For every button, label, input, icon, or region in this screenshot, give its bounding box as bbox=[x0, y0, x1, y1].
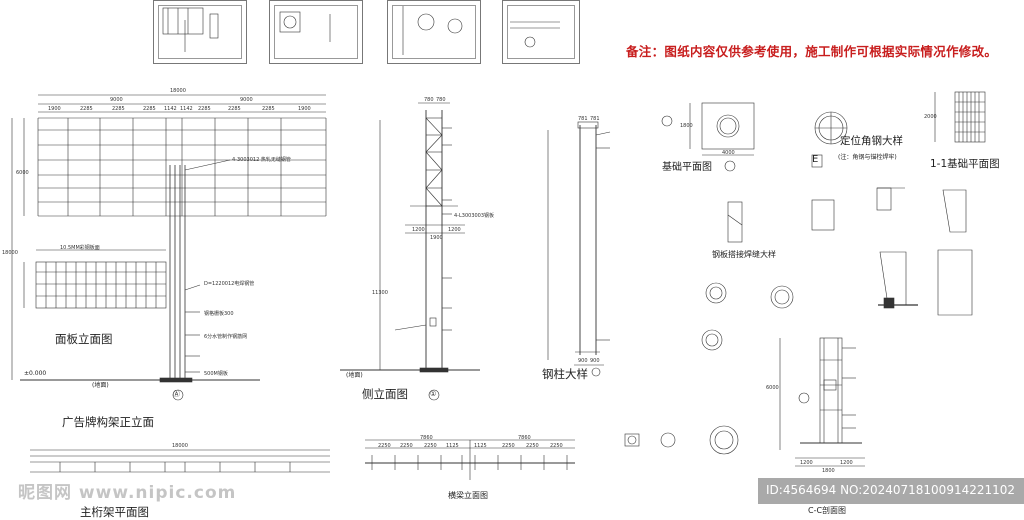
annotation-anchor: 4-L3003003钢板 bbox=[454, 213, 495, 219]
dim-found-1-1-h: 2000 bbox=[924, 114, 937, 120]
remark-note: 备注：图纸内容仅供参考使用，施工制作可根据实际情况作修改。 bbox=[626, 44, 998, 59]
dim-beam-left: 7860 bbox=[420, 435, 433, 441]
marker-e: E bbox=[812, 154, 819, 165]
dim-col-bot: 900 bbox=[590, 358, 600, 364]
dim-col-bot: 900 bbox=[578, 358, 588, 364]
title-frame-front: 广告牌构架正立面 bbox=[62, 415, 154, 429]
dim-total-width: 18000 bbox=[170, 88, 186, 94]
dim-beam-seg: 2250 bbox=[424, 443, 437, 449]
annotation-grid: 10.5MM彩钢板面 bbox=[60, 245, 100, 251]
annotation-rebar: 6分水管制作钢筋网 bbox=[204, 334, 248, 340]
dim-beam-seg: 1125 bbox=[446, 443, 459, 449]
dim-col-top: 781 bbox=[590, 116, 600, 122]
dim-beam-seg: 1125 bbox=[474, 443, 487, 449]
annotation-bolt: 4-3003012 热轧无缝钢管 bbox=[232, 157, 291, 163]
watermark-id: ID:4564694 NO:20240718100914221102 bbox=[766, 483, 1016, 497]
dim-seg: 1900 bbox=[298, 106, 311, 112]
dim-side-top: 780 bbox=[436, 97, 446, 103]
dim-seg: 2285 bbox=[112, 106, 125, 112]
title-side-elevation: 侧立面图 bbox=[362, 387, 408, 401]
dim-side-bot: 1200 bbox=[448, 227, 461, 233]
dim-seg: 1900 bbox=[48, 106, 61, 112]
watermark-id-box: ID:4564694 NO:20240718100914221102 bbox=[758, 478, 1024, 504]
title-foundation-plan: 基础平面图 bbox=[662, 162, 712, 173]
title-weld-detail: 钢板搭接焊缝大样 bbox=[712, 250, 776, 259]
title-angle-detail: 定位角钢大样 bbox=[840, 135, 903, 147]
dim-cc-bot: 1200 bbox=[840, 460, 853, 466]
dim-cc-bot: 1800 bbox=[822, 468, 835, 474]
dim-found-h: 1800 bbox=[680, 123, 693, 129]
ground-label: (地面) bbox=[92, 382, 109, 389]
title-section-cc: C-C剖面图 bbox=[808, 506, 847, 515]
axis-marker-a: Ⓐ bbox=[173, 390, 180, 398]
title-foundation-1-1: 1-1基础平面图 bbox=[930, 158, 1000, 170]
dim-seg: 2285 bbox=[143, 106, 156, 112]
dim-half-right: 9000 bbox=[240, 97, 253, 103]
dim-side-top: 780 bbox=[424, 97, 434, 103]
dim-seg: 2285 bbox=[198, 106, 211, 112]
dim-cc-height: 6000 bbox=[766, 385, 779, 391]
dim-cc-bot: 1200 bbox=[800, 460, 813, 466]
dim-beam-seg: 2250 bbox=[526, 443, 539, 449]
watermark-site: 昵图网 www.nipic.com bbox=[18, 483, 237, 503]
annotation-brace: 钢格栅板300 bbox=[204, 311, 234, 317]
title-beam-elevation: 横梁立面图 bbox=[448, 491, 488, 500]
dim-seg: 1142 bbox=[164, 106, 177, 112]
annotation-plate: 500M钢板 bbox=[204, 371, 228, 377]
dim-beam-seg: 2250 bbox=[502, 443, 515, 449]
title-panel-elevation: 面板立面图 bbox=[55, 332, 113, 346]
dim-col-top: 781 bbox=[578, 116, 588, 122]
dim-beam-seg: 2250 bbox=[400, 443, 413, 449]
dim-found-w: 4000 bbox=[722, 150, 735, 156]
dim-side-bot: 1900 bbox=[430, 235, 443, 241]
ground-level-label: ±0.000 bbox=[24, 370, 47, 377]
dim-col-height: 11300 bbox=[372, 290, 388, 296]
dim-seg: 1142 bbox=[180, 106, 193, 112]
axis-marker-1: ① bbox=[430, 390, 437, 398]
drawing-sheet-thumbnail-1 bbox=[153, 0, 247, 64]
drawing-sheet-thumbnail-4 bbox=[502, 0, 580, 64]
dim-beam-seg: 2250 bbox=[378, 443, 391, 449]
title-column-detail: 钢柱大样 bbox=[542, 367, 588, 381]
annotation-pipe: D=1220012电焊钢管 bbox=[204, 281, 255, 287]
angle-detail-note: (注：角钢与锚栓焊牢) bbox=[838, 154, 897, 161]
dim-panel-height: 6000 bbox=[16, 170, 29, 176]
dim-beam-seg: 2250 bbox=[550, 443, 563, 449]
title-truss-plan: 主桁架平面图 bbox=[80, 505, 149, 519]
dim-seg: 2285 bbox=[80, 106, 93, 112]
drawing-sheet-thumbnail-3 bbox=[387, 0, 481, 64]
ground-side-label: (地面) bbox=[346, 372, 363, 379]
dim-beam-right: 7860 bbox=[518, 435, 531, 441]
dim-half-left: 9000 bbox=[110, 97, 123, 103]
dim-truss-total: 18000 bbox=[172, 443, 188, 449]
dim-height-total: 18000 bbox=[2, 250, 18, 256]
dim-seg: 2285 bbox=[228, 106, 241, 112]
dim-side-bot: 1200 bbox=[412, 227, 425, 233]
dim-seg: 2285 bbox=[262, 106, 275, 112]
